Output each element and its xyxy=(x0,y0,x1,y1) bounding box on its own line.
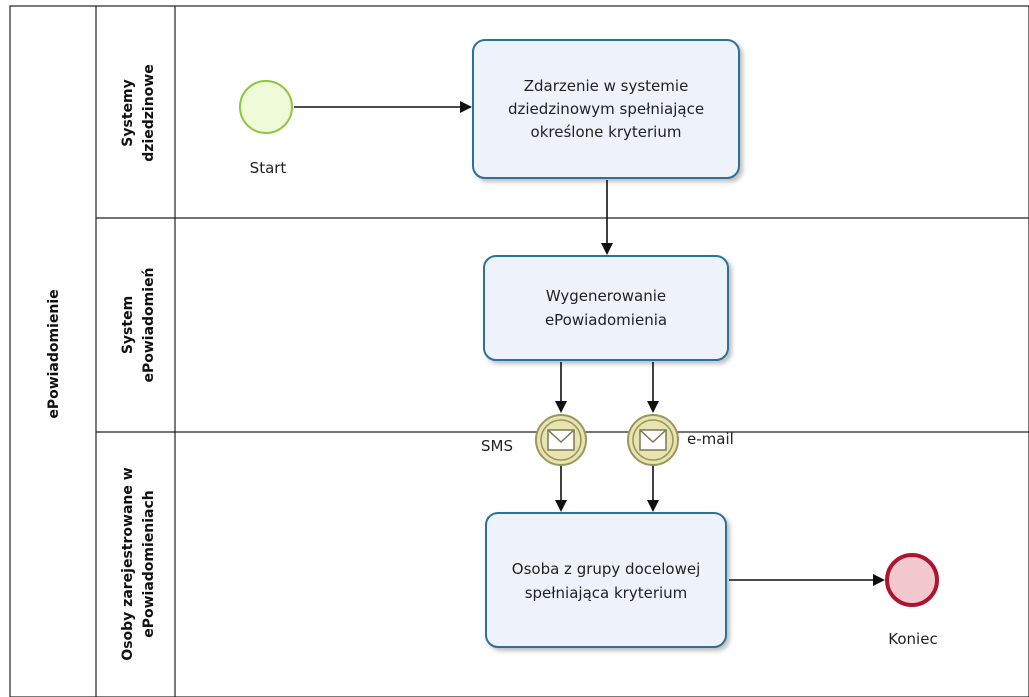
start-event-circle[interactable] xyxy=(239,80,293,134)
task-zdarzenie[interactable]: Zdarzenie w systemie dziedzinowym spełni… xyxy=(472,39,740,179)
envelope-icon xyxy=(639,429,667,451)
task-text-line: Osoba z grupy docelowej xyxy=(512,560,700,578)
end-event-circle[interactable] xyxy=(885,553,939,607)
lane-header-systemy: Systemy dziedzinowe xyxy=(120,64,157,161)
message-event-label: SMS xyxy=(481,437,513,455)
task-box[interactable] xyxy=(485,512,727,648)
task-osoba[interactable]: Osoba z grupy docelowej spełniająca kryt… xyxy=(485,512,727,648)
sequence-flows xyxy=(294,101,885,586)
task-box[interactable] xyxy=(483,255,729,361)
lane-title-line2: ePowiadomień xyxy=(141,267,157,382)
lane-title-line1: Osoby zarejestrowane w xyxy=(120,467,136,660)
start-event[interactable]: Start xyxy=(239,80,293,177)
task-text-line: Wygenerowanie xyxy=(546,287,666,305)
message-event-label: e-mail xyxy=(687,430,734,448)
end-event[interactable]: Koniec xyxy=(885,553,939,648)
task-text-line: dziedzinowym spełniające xyxy=(508,100,704,118)
task-text-line: Zdarzenie w systemie xyxy=(524,77,689,95)
task-wygenerowanie[interactable]: Wygenerowanie ePowiadomienia xyxy=(483,255,729,361)
lane-title-line1: Systemy xyxy=(120,79,136,146)
task-text-line: ePowiadomienia xyxy=(545,311,667,329)
lane-title-line2: ePowiadomieniach xyxy=(141,490,157,638)
envelope-icon xyxy=(547,429,575,451)
message-event-email[interactable]: e-mail xyxy=(627,414,734,466)
end-event-label: Koniec xyxy=(888,630,937,648)
start-event-label: Start xyxy=(250,159,287,177)
message-event-sms[interactable]: SMS xyxy=(481,414,587,466)
lane-title-line1: System xyxy=(120,296,136,354)
task-text-line: spełniająca kryterium xyxy=(525,584,688,602)
lane-header-osoby: Osoby zarejestrowane w ePowiadomieniach xyxy=(120,467,157,660)
task-box[interactable] xyxy=(472,39,740,179)
task-text-line: określone kryterium xyxy=(531,123,682,141)
pool-title: ePowiadomienie xyxy=(46,289,62,418)
lane-header-system: System ePowiadomień xyxy=(120,267,157,382)
lane-title-line2: dziedzinowe xyxy=(141,64,157,161)
